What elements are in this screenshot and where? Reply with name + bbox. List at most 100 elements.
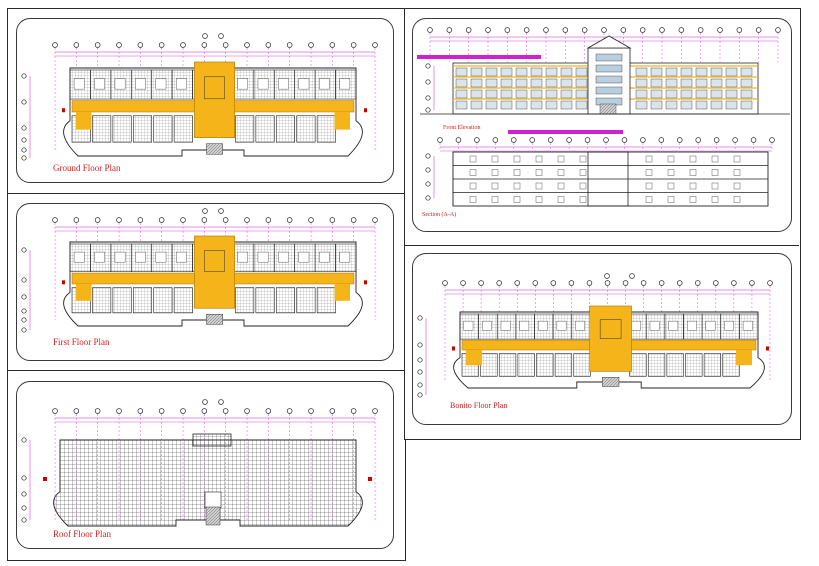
grid-bubble [350, 217, 357, 223]
room-bottom [255, 115, 275, 143]
grid-bubble [425, 79, 431, 85]
grid-bubble [749, 280, 755, 286]
grid-bubble [52, 217, 58, 223]
window [545, 78, 558, 88]
grid-bubble [713, 137, 720, 143]
window [665, 78, 678, 88]
window [470, 78, 483, 88]
section-opening [469, 182, 477, 190]
bed-block [319, 251, 330, 263]
room-bottom [316, 115, 336, 143]
window [560, 89, 573, 99]
bed-block [482, 320, 492, 331]
window [695, 78, 708, 88]
stair-block [204, 250, 225, 272]
section-aa-label: Section (A-A) [422, 212, 457, 218]
window [575, 67, 588, 77]
grid-bubble [21, 277, 27, 283]
grid-bubble [350, 408, 357, 414]
grid-bubble [21, 437, 27, 443]
section-opening [491, 196, 499, 203]
grid-bubble [767, 280, 773, 286]
window [665, 89, 678, 99]
bed-block [176, 78, 187, 90]
section-opening [689, 155, 697, 163]
section-opening [491, 169, 499, 176]
typical-floor-plan-label: Bonito Floor Plan [450, 401, 508, 410]
grid-bubble [639, 27, 646, 33]
section-opening [733, 169, 741, 176]
window [455, 67, 468, 77]
grid-bubble [465, 27, 472, 33]
grid-bubble [425, 153, 431, 159]
bed-block [519, 320, 530, 331]
bed-block [73, 251, 85, 263]
window [710, 100, 723, 110]
bed-block [575, 320, 585, 331]
grid-bubble [485, 27, 491, 33]
grid-bubble [417, 315, 423, 321]
bed-block [500, 320, 511, 331]
grid-bubble [180, 42, 186, 48]
grid-bubble [492, 137, 499, 143]
grid-bubble [603, 137, 609, 143]
window [710, 89, 723, 99]
window [485, 67, 498, 77]
window [560, 67, 573, 77]
grid-bubble [244, 42, 250, 48]
grid-bubble [695, 137, 701, 143]
grid-bubble [678, 27, 685, 33]
grid-bubble [21, 294, 27, 300]
window [545, 100, 558, 110]
window [710, 67, 723, 77]
sheet-divider-right [404, 245, 799, 246]
bed-block [257, 251, 269, 263]
grid-bubble [425, 107, 431, 113]
grid-bubble [584, 137, 591, 143]
section-marker [364, 280, 367, 285]
section-opening [645, 196, 653, 203]
grid-bubble [116, 408, 122, 414]
section-marker [452, 346, 455, 351]
grid-bubble [586, 280, 593, 286]
window [455, 78, 468, 88]
section-opening [579, 155, 587, 163]
grid-bubble [329, 42, 336, 48]
grid-bubble [514, 280, 520, 286]
section-marker [368, 477, 372, 481]
grid-bubble [496, 280, 502, 286]
section-dimension-bar [508, 130, 623, 134]
window [680, 67, 693, 77]
grid-bubble [425, 181, 431, 187]
grid-bubble [529, 137, 535, 143]
bed-block [257, 78, 269, 90]
section-aa [425, 130, 775, 207]
window [725, 78, 738, 88]
grid-bubble [137, 42, 144, 48]
grid-bubble [755, 27, 762, 33]
section-opening [711, 196, 719, 203]
room-bottom [275, 115, 296, 143]
section-opening [535, 196, 543, 203]
grid-bubble [308, 217, 314, 223]
grid-bubble [640, 280, 647, 286]
window [560, 78, 573, 88]
window [470, 67, 483, 77]
central-core [194, 61, 235, 138]
grid-bubble [455, 137, 462, 143]
room-bottom [480, 353, 498, 377]
grid-bubble [52, 42, 58, 48]
room-bottom [517, 353, 535, 377]
grid-bubble [425, 63, 431, 69]
grid-bubble [94, 217, 101, 223]
grid-bubble [562, 27, 569, 33]
grid-bubble [417, 342, 423, 348]
bed-block [278, 251, 289, 263]
front-elevation-label: Front Elevation [443, 125, 481, 131]
bed-block [298, 251, 310, 263]
entrance-door [599, 103, 617, 115]
bed-block [631, 320, 641, 331]
window [500, 67, 513, 77]
section-opening [667, 169, 675, 176]
section-opening [667, 196, 675, 203]
